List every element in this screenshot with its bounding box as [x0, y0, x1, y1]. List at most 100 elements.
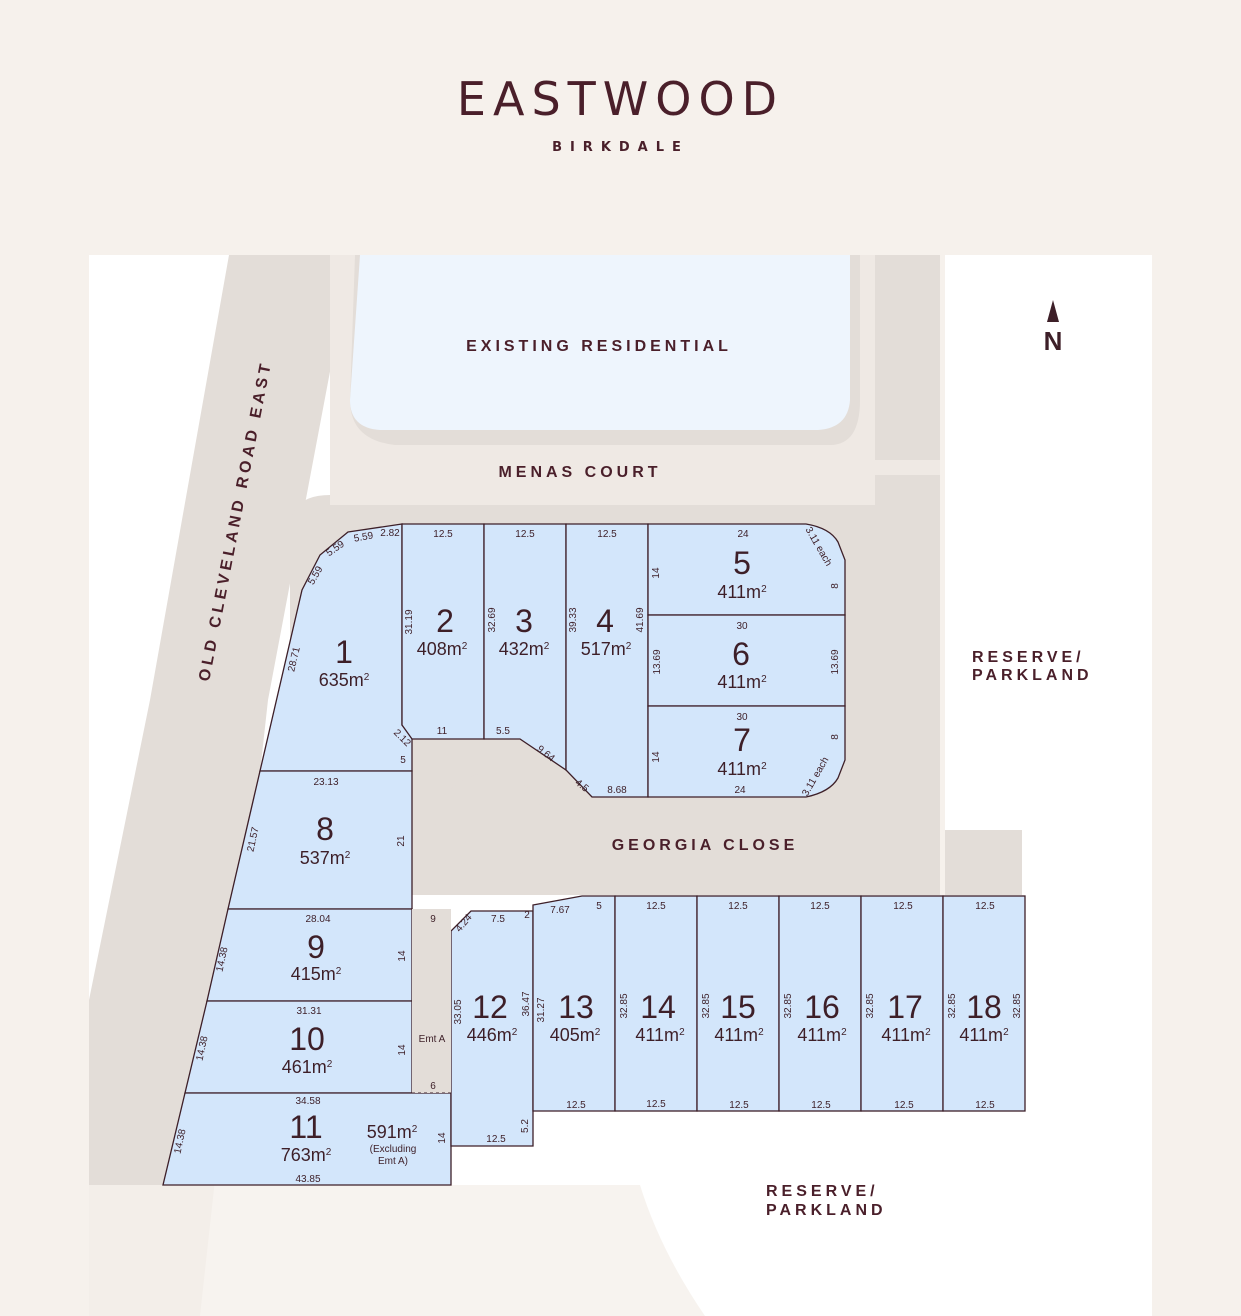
- dimension: 12.5: [894, 1100, 914, 1111]
- dimension: 41.69: [635, 607, 646, 632]
- lot-3-shape[interactable]: [483, 523, 567, 772]
- north-label: N: [1044, 326, 1063, 356]
- dimension: 43.85: [295, 1174, 320, 1185]
- lot-area: 408m2: [417, 639, 468, 659]
- dimension: 31.27: [536, 997, 547, 1022]
- lot-area: 517m2: [581, 639, 632, 659]
- dimension: 12.5: [515, 529, 535, 540]
- lots-layer: [162, 523, 1026, 1186]
- dimension: 39.33: [568, 607, 579, 632]
- lot-2-shape[interactable]: [401, 523, 485, 740]
- reserve-parkland-east: [945, 255, 1152, 830]
- dimension: 12.5: [810, 901, 830, 912]
- dimension: 2: [524, 910, 530, 921]
- dimension: 8: [830, 583, 841, 589]
- lot-area: 411m2: [881, 1025, 931, 1045]
- lot-12-shape[interactable]: [450, 910, 534, 1147]
- lot-number: 3: [515, 603, 533, 639]
- georgia-close-label: GEORGIA CLOSE: [612, 837, 799, 854]
- dimension: 32.85: [1012, 993, 1023, 1018]
- dimension: 23.13: [313, 777, 338, 788]
- dimension: 14: [397, 1044, 408, 1056]
- lot-number: 12: [472, 989, 508, 1025]
- lot-17-shape[interactable]: [860, 895, 944, 1112]
- lot-number: 10: [289, 1021, 325, 1057]
- lot-number: 18: [966, 989, 1002, 1025]
- dimension: 34.58: [295, 1096, 320, 1107]
- dimension: 14: [437, 1132, 448, 1144]
- dimension: 5: [596, 901, 602, 912]
- dimension: 12.5: [486, 1134, 506, 1145]
- lot-7-shape[interactable]: [647, 705, 846, 798]
- dimension: 12.5: [893, 901, 913, 912]
- dimension: 2.82: [380, 528, 400, 539]
- dimension: 21: [396, 835, 407, 847]
- verges: [89, 255, 945, 1316]
- reserve-south-label-1: RESERVE/: [766, 1183, 879, 1200]
- lot-number: 1: [335, 634, 353, 670]
- dimension: 14.38: [195, 1035, 211, 1062]
- lot-area: 411m2: [717, 672, 767, 692]
- dimension: 6: [430, 1081, 436, 1092]
- lot-area: 446m2: [467, 1025, 518, 1045]
- north-arrow-icon: [1047, 300, 1059, 322]
- dimension: 24: [734, 785, 746, 796]
- dimension: 13.69: [830, 649, 841, 674]
- lot-area: 635m2: [319, 670, 370, 690]
- lot-18-shape[interactable]: [942, 895, 1026, 1112]
- dimension: 13.69: [652, 649, 663, 674]
- brand-title: EASTWOOD: [456, 72, 785, 126]
- dimension: 5.59: [353, 530, 375, 544]
- lot-area: 415m2: [291, 964, 342, 984]
- lot-15-shape[interactable]: [696, 895, 780, 1112]
- dimension: 12.5: [646, 901, 666, 912]
- lot-area: 411m2: [959, 1025, 1009, 1045]
- dimension: 8.68: [607, 785, 627, 796]
- lot-11-note-1: (Excluding: [370, 1144, 417, 1155]
- dimension: 24: [737, 529, 749, 540]
- dimension: 36.47: [521, 991, 532, 1016]
- lot-11-note-2: Emt A): [378, 1156, 408, 1167]
- lot-area: 405m2: [550, 1025, 601, 1045]
- existing-residential-label: EXISTING RESIDENTIAL: [466, 338, 732, 355]
- lot-number: 7: [733, 722, 751, 758]
- lot-5-shape[interactable]: [647, 523, 846, 616]
- easement-a: [412, 909, 451, 1093]
- dimension: 14.38: [173, 1128, 189, 1155]
- lot-11-alt-area: 591m2: [367, 1122, 418, 1142]
- brand-subtitle: BIRKDALE: [552, 140, 689, 155]
- lot-area: 432m2: [499, 639, 550, 659]
- lot-area: 461m2: [282, 1057, 333, 1077]
- dimension: 5.2: [520, 1119, 531, 1133]
- lot-number: 2: [436, 603, 454, 639]
- dimension: 33.05: [453, 999, 464, 1024]
- dimension: 12.5: [975, 901, 995, 912]
- dimension: 21.57: [246, 826, 262, 853]
- dimension: 31.31: [296, 1006, 321, 1017]
- lot-number: 11: [289, 1109, 322, 1145]
- lot-number: 17: [887, 989, 923, 1025]
- dimension: 12.5: [728, 901, 748, 912]
- lot-4-shape[interactable]: [565, 523, 649, 798]
- dimension: 28.04: [305, 914, 330, 925]
- lot-number: 9: [307, 929, 325, 965]
- brand-header: EASTWOOD BIRKDALE: [0, 72, 1241, 155]
- dimension: 31.19: [404, 609, 415, 634]
- dimension: 32.69: [487, 607, 498, 632]
- lot-number: 6: [732, 636, 750, 672]
- dimension: 32.85: [701, 993, 712, 1018]
- lot-area: 411m2: [635, 1025, 685, 1045]
- reserve-east-label-2: PARKLAND: [972, 667, 1093, 684]
- dimension: 32.85: [947, 993, 958, 1018]
- reserve-south-label-2: PARKLAND: [766, 1202, 887, 1219]
- lot-16-shape[interactable]: [778, 895, 862, 1112]
- lot-labels: 1 635m2 2 408m2 3 432m2 4 517m2 5 411m2 …: [281, 545, 1009, 1167]
- lot-11-shape[interactable]: [162, 1092, 452, 1186]
- lot-number: 8: [316, 811, 334, 847]
- dimension: 7.5: [491, 914, 505, 925]
- lot-area: 411m2: [717, 759, 767, 779]
- lot-number: 14: [640, 989, 676, 1025]
- old-cleveland-road: [89, 255, 352, 1316]
- dimension: 5.5: [496, 726, 510, 737]
- dimension: 12.5: [975, 1100, 995, 1111]
